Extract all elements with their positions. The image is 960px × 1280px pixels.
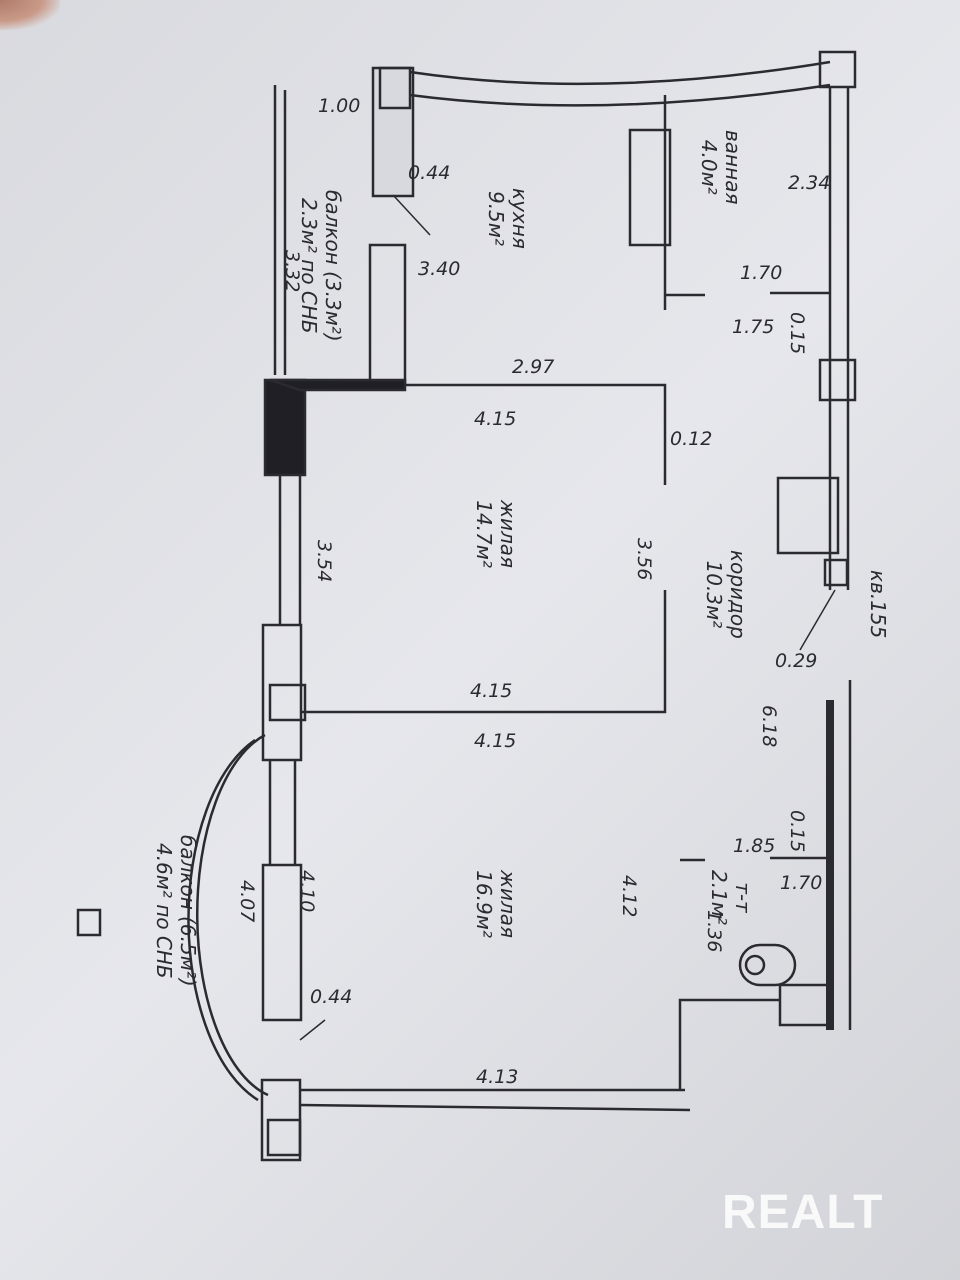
leader-line (799, 589, 836, 651)
dimension-label: 0.15 (786, 312, 808, 355)
dimension-label: 4.15 (470, 680, 513, 702)
room-name: ванная (721, 130, 745, 205)
dimension-label: 2.34 (788, 172, 831, 194)
wall-segment (261, 623, 303, 762)
balcony-arc (187, 738, 259, 1102)
dimension-label: 3.56 (633, 538, 655, 581)
room-area: 16.9м² (472, 870, 496, 938)
wall-segment (269, 378, 407, 392)
apartment-number: кв.155 (866, 570, 890, 638)
wall-segment (263, 378, 307, 477)
finger-edge (0, 0, 60, 30)
room-balcony-large: балкон (6.5м²)4.6м² по СНБ (152, 835, 200, 987)
column (378, 66, 412, 110)
dimension-label: 0.12 (670, 428, 713, 450)
toilet-fixture (738, 943, 797, 987)
room-area: 4.0м² (697, 139, 721, 195)
apartment-label: кв.155 (866, 570, 890, 639)
wall-room1-top (405, 383, 667, 485)
toilet-bowl (744, 954, 766, 976)
wall-top (409, 60, 831, 86)
dimension-label: 0.29 (775, 650, 818, 672)
leader-line (299, 1019, 326, 1041)
dimension-label: 4.10 (296, 870, 318, 913)
column (266, 1118, 302, 1157)
room-area: 14.7м² (472, 500, 496, 568)
dimension-label: 4.07 (236, 880, 258, 923)
dimension-label: 1.70 (780, 872, 823, 894)
room-area: 10.3м² (702, 560, 726, 629)
dimension-label: 4.15 (474, 408, 517, 430)
room-name: балкон (6.5м²) (176, 835, 200, 987)
column (778, 983, 832, 1027)
drain (76, 908, 102, 937)
leader-line (392, 194, 431, 236)
dimension-label: 3.54 (313, 540, 335, 583)
cabinet (628, 128, 672, 247)
dimension-label: 6.18 (758, 705, 780, 748)
dimension-label: 4.13 (476, 1066, 519, 1088)
dimension-label: 1.75 (732, 316, 775, 338)
dimension-label: 0.44 (408, 162, 451, 184)
room-name: т-т (731, 882, 755, 913)
watermark-logo: REALT (722, 1186, 884, 1239)
wall-bottom (299, 1103, 691, 1112)
column (818, 358, 857, 402)
wall-segment (368, 243, 407, 387)
column (268, 683, 307, 722)
dimension-label: 0.15 (786, 810, 808, 853)
column (823, 558, 849, 587)
balcony-arc (195, 733, 269, 1097)
room-name: коридор (726, 550, 750, 639)
dimension-label: 1.70 (740, 262, 783, 284)
dimension-label: 3.32 (281, 250, 303, 293)
panel (776, 476, 840, 555)
dimension-label: 4.12 (618, 875, 640, 918)
room-area: 9.5м² (484, 190, 508, 246)
wall-segment (261, 863, 303, 1022)
dimension-label: 3.40 (418, 258, 461, 280)
wall-room1-bottom (300, 590, 667, 714)
column (818, 50, 857, 89)
dimension-label: 2.97 (512, 356, 555, 378)
wall-toilet (678, 998, 780, 1090)
room-name: балкон (3.3м²) (321, 190, 345, 342)
dimension-label: 1.36 (703, 910, 725, 953)
dimension-label: 1.00 (318, 95, 361, 117)
wall-top (409, 83, 831, 107)
dimension-label: 4.15 (474, 730, 517, 752)
room-name: кухня (508, 188, 532, 249)
dimension-label: 0.44 (310, 986, 353, 1008)
room-balcony-small: балкон (3.3м²)2.3м² по СНБ (297, 190, 345, 342)
room-name: жилая (496, 500, 520, 569)
dimension-label: 1.85 (733, 835, 776, 857)
room-area: 4.6м² по СНБ (152, 842, 176, 979)
room-name: жилая (496, 870, 520, 939)
